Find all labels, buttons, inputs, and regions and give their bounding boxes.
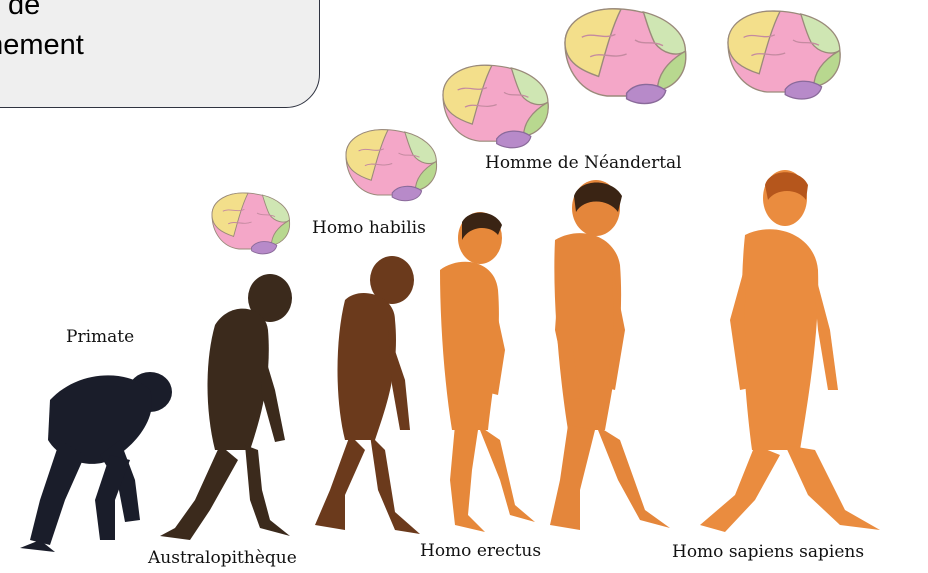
homo-sapiens-figure (700, 170, 880, 532)
brain-australopithecus (212, 193, 290, 254)
brain-neandertal (565, 9, 686, 104)
brain-sapiens (728, 11, 840, 99)
homo-erectus-figure (440, 212, 535, 532)
callout-line-1: ck de (0, 0, 84, 25)
neandertal-figure (550, 180, 670, 530)
callout-line-2: nnement (0, 25, 84, 65)
label-homo-habilis: Homo habilis (312, 218, 426, 238)
australopithecus-figure (160, 274, 292, 540)
brain-erectus (443, 65, 548, 148)
callout-box: ck de nnement (0, 0, 320, 108)
brain-habilis (346, 130, 437, 201)
label-neandertal: Homme de Néandertal (485, 153, 682, 173)
label-homo-sapiens: Homo sapiens sapiens (672, 542, 864, 562)
label-primate: Primate (66, 327, 134, 347)
homo-habilis-figure (315, 256, 420, 534)
primate-figure (20, 372, 172, 552)
label-homo-erectus: Homo erectus (420, 541, 541, 561)
callout-text: ck de nnement (0, 0, 84, 65)
label-australopitheque: Australopithèque (148, 548, 297, 568)
